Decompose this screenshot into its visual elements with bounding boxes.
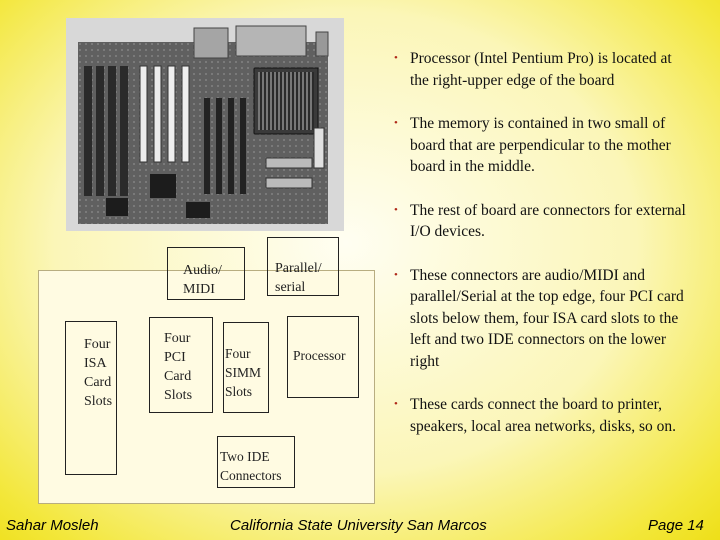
pci-slots-region — [149, 317, 213, 413]
bullet-item: •These connectors are audio/MIDI and par… — [394, 266, 684, 370]
motherboard-photo — [66, 18, 344, 231]
footer-university: California State University San Marcos — [230, 517, 487, 534]
parallel-serial-label: Parallel/ serial — [275, 261, 322, 295]
pci-slots-label: Four PCI Card Slots — [164, 331, 193, 403]
audio-midi-region — [167, 247, 245, 300]
bullet-dot-icon: • — [394, 117, 398, 129]
layout-diagram: Audio/ MIDI Parallel/ serial Four ISA Ca… — [38, 237, 375, 504]
bullet-dot-icon: • — [394, 398, 398, 410]
bullet-item: •Processor (Intel Pentium Pro) is locate… — [394, 50, 672, 89]
isa-slots-label: Four ISA Card Slots — [84, 337, 113, 409]
processor-region — [287, 316, 359, 398]
audio-midi-label: Audio/ MIDI — [183, 263, 222, 297]
simm-slots-region — [223, 322, 269, 413]
bullet-item: •These cards connect the board to printe… — [394, 396, 677, 435]
footer-page-number: Page 14 — [648, 517, 704, 534]
motherboard-image — [66, 18, 344, 231]
bullet-dot-icon: • — [394, 203, 398, 216]
processor-label: Processor — [293, 348, 346, 363]
bullet-item: •The memory is contained in two small of… — [394, 115, 671, 175]
bullet-item: •The rest of board are connectors for ex… — [394, 201, 686, 241]
bullet-dot-icon: • — [394, 268, 398, 281]
bullet-list: •Processor (Intel Pentium Pro) is locate… — [392, 48, 692, 437]
simm-slots-label: Four SIMM Slots — [225, 346, 262, 399]
parallel-serial-region — [267, 237, 339, 296]
ide-connectors-label: Two IDE Connectors — [220, 449, 282, 483]
footer-author: Sahar Mosleh — [6, 517, 99, 534]
isa-slots-region — [65, 321, 117, 475]
ide-connectors-region — [217, 436, 295, 488]
bullet-dot-icon: • — [394, 52, 398, 64]
